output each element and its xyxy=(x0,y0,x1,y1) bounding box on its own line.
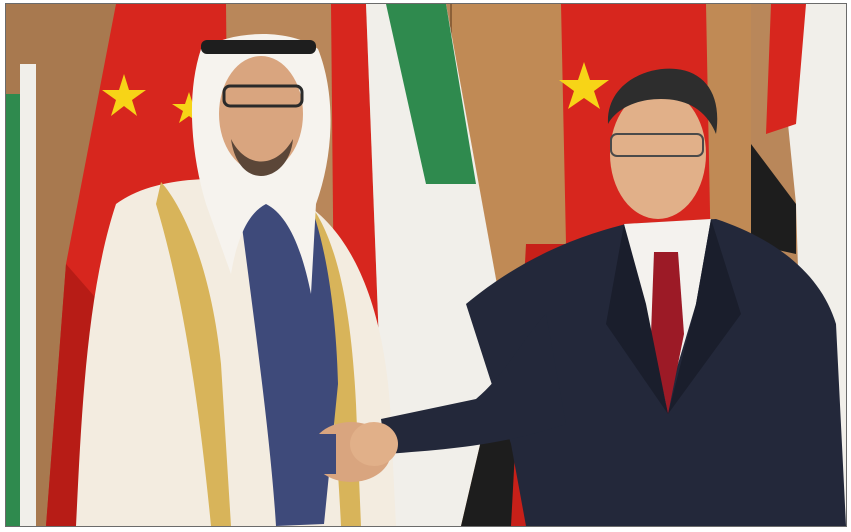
agal-band xyxy=(201,40,316,54)
handshake xyxy=(306,422,398,482)
glasses-right xyxy=(610,133,704,157)
flag-star-2 xyxy=(172,92,206,123)
flag-star-3 xyxy=(559,62,609,109)
glasses-left xyxy=(222,84,304,108)
uae-flag-left xyxy=(6,64,36,526)
flag-star-1 xyxy=(102,74,146,116)
face-right xyxy=(610,89,706,219)
photo-frame xyxy=(5,3,847,527)
photo-scene xyxy=(6,4,846,526)
face-left xyxy=(219,56,303,172)
hair-right xyxy=(607,68,718,134)
person-right xyxy=(381,68,846,526)
